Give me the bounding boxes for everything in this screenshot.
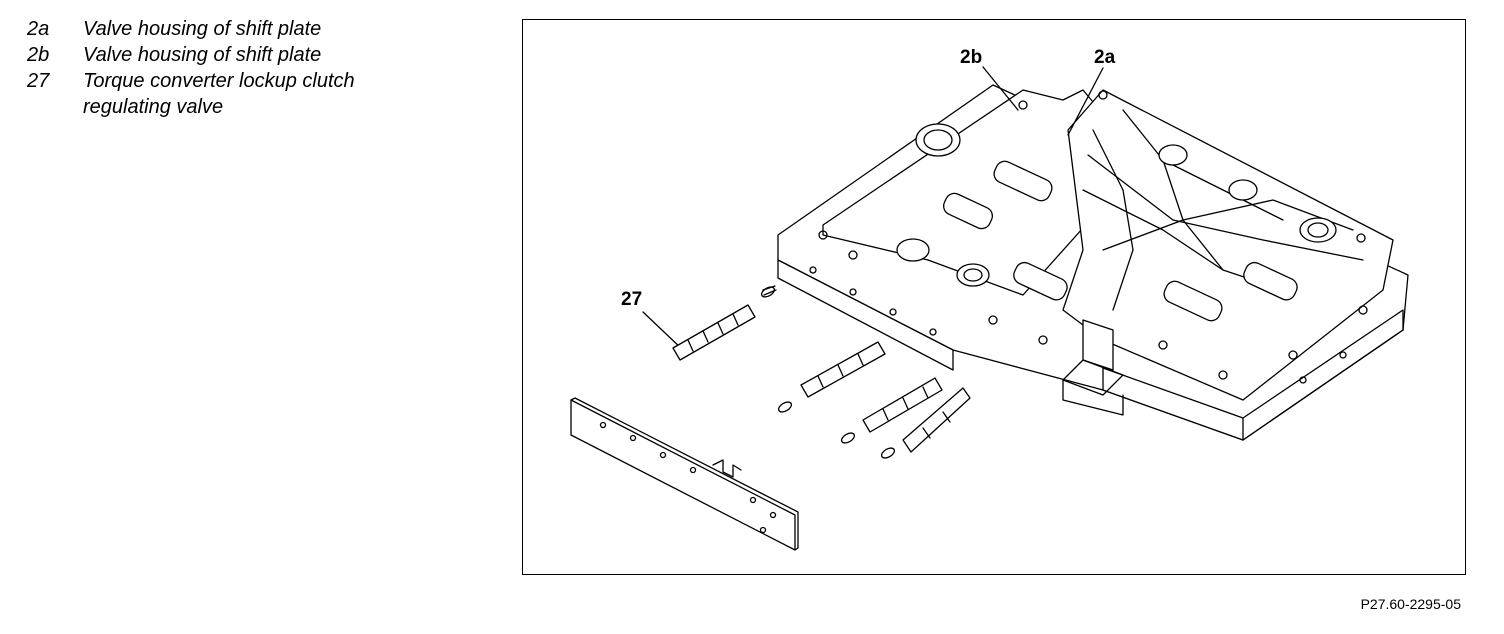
- callout-2a-leader: [1067, 67, 1104, 136]
- callout-2a: 2a: [1094, 47, 1116, 68]
- callout-27: 27: [621, 289, 642, 310]
- loose-valve-2: [840, 377, 943, 444]
- legend-item: 27 Torque converter lockup clutch regula…: [27, 68, 467, 120]
- valve-body-assembly: [777, 84, 1409, 441]
- callout-27-leader: [642, 311, 684, 351]
- separator-plate: [570, 397, 799, 551]
- loose-valve-1: [777, 341, 886, 413]
- upper-housing-2a: [1062, 89, 1394, 401]
- legend-key: 2b: [27, 44, 50, 66]
- exploded-view-figure: 2b 2a 27: [522, 19, 1466, 575]
- legend-key: 2a: [27, 18, 50, 40]
- callout-2b: 2b: [960, 47, 982, 68]
- callout-2b-leader: [982, 66, 1019, 111]
- legend-item: 2b Valve housing of shift plate: [27, 42, 467, 68]
- loose-valve-3: [880, 387, 971, 459]
- legend-text: Valve housing of shift plate: [83, 18, 322, 40]
- legend-text: Torque converter lockup clutch regulatin…: [83, 70, 355, 118]
- legend-key: 27: [27, 70, 50, 92]
- legend-item: 2a Valve housing of shift plate: [27, 16, 467, 42]
- valve-body-drawing: 2b 2a 27: [570, 47, 1409, 551]
- legend: 2a Valve housing of shift plate 2b Valve…: [27, 16, 467, 120]
- regulating-valve-27: [672, 285, 777, 361]
- legend-text: Valve housing of shift plate: [83, 44, 322, 66]
- figure-reference: P27.60-2295-05: [1360, 596, 1461, 612]
